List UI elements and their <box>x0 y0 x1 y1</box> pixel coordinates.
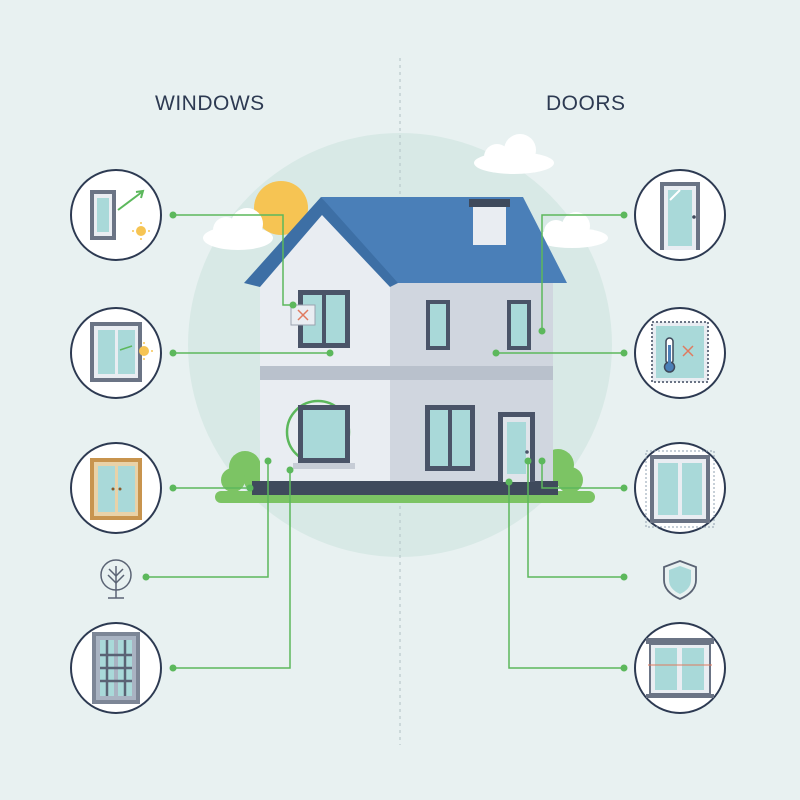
callout-double-window <box>70 307 162 399</box>
cloud-icon <box>474 134 554 174</box>
callout-security <box>663 560 697 600</box>
glass-door-icon <box>660 182 700 250</box>
roof-gable-edge <box>244 197 398 287</box>
security-grille-window-icon <box>92 632 140 704</box>
security-shield-icon <box>663 560 697 600</box>
lower-window-left <box>293 405 355 469</box>
callout-glass-door <box>634 169 726 261</box>
cloud-icon <box>536 212 608 248</box>
connector-dots <box>142 211 628 672</box>
connector-lines <box>146 214 624 669</box>
lower-window-mid <box>425 405 475 471</box>
floor-band <box>260 366 553 380</box>
sliding-door-icon <box>645 450 715 528</box>
patio-door-icon <box>646 638 714 698</box>
upper-window-right <box>507 300 531 350</box>
tree-eco-icon <box>100 559 132 599</box>
callout-thermal <box>634 307 726 399</box>
wooden-frame-window-icon <box>90 458 142 520</box>
chimney-front <box>473 203 506 245</box>
callout-patio-door <box>634 622 726 714</box>
upper-window-mid <box>426 300 450 350</box>
foundation <box>252 481 558 495</box>
callout-wooden-window <box>70 442 162 534</box>
house-gable <box>260 205 390 283</box>
sun-icon <box>254 181 308 235</box>
callout-grille-window <box>70 622 162 714</box>
callout-sliding-door <box>634 442 726 534</box>
cloud-icon <box>203 208 273 250</box>
callout-tilt-window <box>70 169 162 261</box>
house <box>244 197 567 495</box>
callout-eco <box>100 559 132 599</box>
small-x-sign <box>290 304 316 326</box>
chimney-top <box>469 199 510 207</box>
thermometer-panel-icon <box>651 321 709 383</box>
tilt-window-with-sun-icon <box>90 189 150 240</box>
double-window-with-sun-icon <box>90 322 153 382</box>
windows-heading: WINDOWS <box>155 92 265 115</box>
front-door <box>498 412 535 482</box>
doors-heading: DOORS <box>546 92 626 115</box>
